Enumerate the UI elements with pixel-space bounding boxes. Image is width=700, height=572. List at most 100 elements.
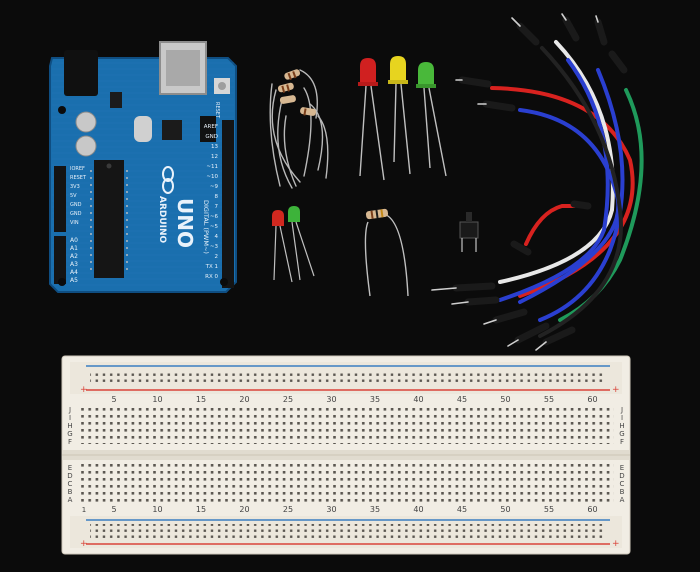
- analog-pin-label: A3: [70, 261, 78, 268]
- digital-pin-label: AREF: [204, 124, 218, 130]
- row-letter: I: [69, 414, 71, 422]
- column-number: 50: [500, 505, 510, 514]
- led-red-small: [272, 210, 293, 283]
- column-number: 25: [283, 505, 293, 514]
- row-letter: E: [620, 464, 624, 472]
- row-letter: F: [68, 438, 72, 446]
- column-number: 50: [500, 395, 510, 404]
- jumper-wire-bundle: [431, 13, 644, 351]
- power-pin-label: RESET: [70, 175, 87, 181]
- led-red-large: [358, 58, 385, 181]
- row-letter: J: [620, 406, 623, 414]
- resistor: [277, 82, 294, 93]
- column-number: 40: [413, 395, 423, 404]
- column-number: 55: [544, 395, 554, 404]
- analog-header: [54, 236, 66, 284]
- digital-pin-label: 13: [211, 144, 218, 150]
- row-letter: D: [619, 472, 624, 480]
- power-pin-label: GND: [70, 202, 82, 208]
- led-yellow-large: [388, 56, 411, 175]
- row-letter: B: [620, 488, 625, 496]
- column-number: 60: [587, 505, 597, 514]
- digital-pin-label: TX 1: [205, 264, 218, 270]
- power-header: [54, 166, 66, 232]
- row-letter: C: [68, 480, 73, 488]
- digital-pin-label: ~6: [210, 214, 219, 220]
- column-number: 15: [196, 395, 206, 404]
- led-green-small: [288, 206, 315, 281]
- analog-pin-label: A5: [70, 277, 78, 284]
- row-letter: J: [68, 406, 71, 414]
- column-number: 55: [544, 505, 554, 514]
- svg-text:+: +: [80, 385, 88, 395]
- row-letter: I: [621, 414, 623, 422]
- digital-pin-label: ~5: [210, 224, 219, 230]
- column-number: 10: [152, 395, 162, 404]
- row-letter: G: [619, 430, 624, 438]
- power-pin-label: 3V3: [70, 184, 80, 190]
- reset-label: RESET: [214, 102, 220, 119]
- row-letter: A: [68, 496, 73, 504]
- row-letter: C: [620, 480, 625, 488]
- column-number: 45: [457, 505, 467, 514]
- led-green-large: [416, 62, 447, 177]
- column-number: 20: [239, 505, 249, 514]
- crystal-oscillator: [134, 116, 152, 142]
- column-number: 10: [152, 505, 162, 514]
- dc-power-jack: [64, 50, 98, 96]
- digital-pin-label: 12: [211, 154, 218, 160]
- row-letter: A: [620, 496, 625, 504]
- digital-pin-label: 2: [215, 254, 219, 260]
- power-pin-label: IOREF: [70, 166, 85, 172]
- digital-pin-label: 8: [215, 194, 219, 200]
- arduino-brand-text: ARDUINO: [157, 196, 167, 244]
- analog-pin-label: A0: [70, 237, 78, 244]
- column-number: 35: [370, 395, 380, 404]
- column-number: 25: [283, 395, 293, 404]
- digital-pin-label: RX 0: [205, 274, 218, 280]
- column-number: 5: [111, 395, 116, 404]
- arduino-model-text: UNO: [173, 198, 197, 248]
- digital-pin-label: ~11: [206, 164, 218, 170]
- capacitor: [75, 135, 97, 157]
- arduino-logo-icon: [162, 166, 174, 194]
- column-number: 40: [413, 505, 423, 514]
- column-number: 5: [111, 505, 116, 514]
- resistor: [284, 69, 301, 80]
- capacitor: [75, 111, 97, 133]
- row-letter: H: [619, 422, 624, 430]
- power-pin-label: 5V: [70, 193, 77, 199]
- analog-pin-label: A1: [70, 245, 78, 252]
- row-letter: E: [68, 464, 72, 472]
- column-number: 15: [196, 505, 206, 514]
- digital-header: [222, 120, 234, 288]
- resistor: [279, 95, 296, 104]
- resistor-single: [364, 208, 409, 297]
- push-button: [459, 212, 479, 252]
- row-letter: D: [67, 472, 72, 480]
- column-number: 30: [326, 505, 336, 514]
- analog-pin-label: A2: [70, 253, 78, 260]
- column-number: 60: [587, 395, 597, 404]
- row-letter: F: [620, 438, 624, 446]
- column-number-first: 1: [82, 506, 86, 514]
- row-letter: H: [67, 422, 72, 430]
- row-letter: G: [67, 430, 72, 438]
- svg-text:+: +: [612, 539, 620, 549]
- digital-pin-label: 7: [215, 204, 219, 210]
- digital-pin-label: ~9: [210, 184, 219, 190]
- usb-chip: [162, 120, 182, 140]
- analog-pin-label: A4: [70, 269, 78, 276]
- row-letter: B: [68, 488, 73, 496]
- digital-pin-label: ~10: [206, 174, 218, 180]
- digital-pin-label: 4: [215, 234, 219, 240]
